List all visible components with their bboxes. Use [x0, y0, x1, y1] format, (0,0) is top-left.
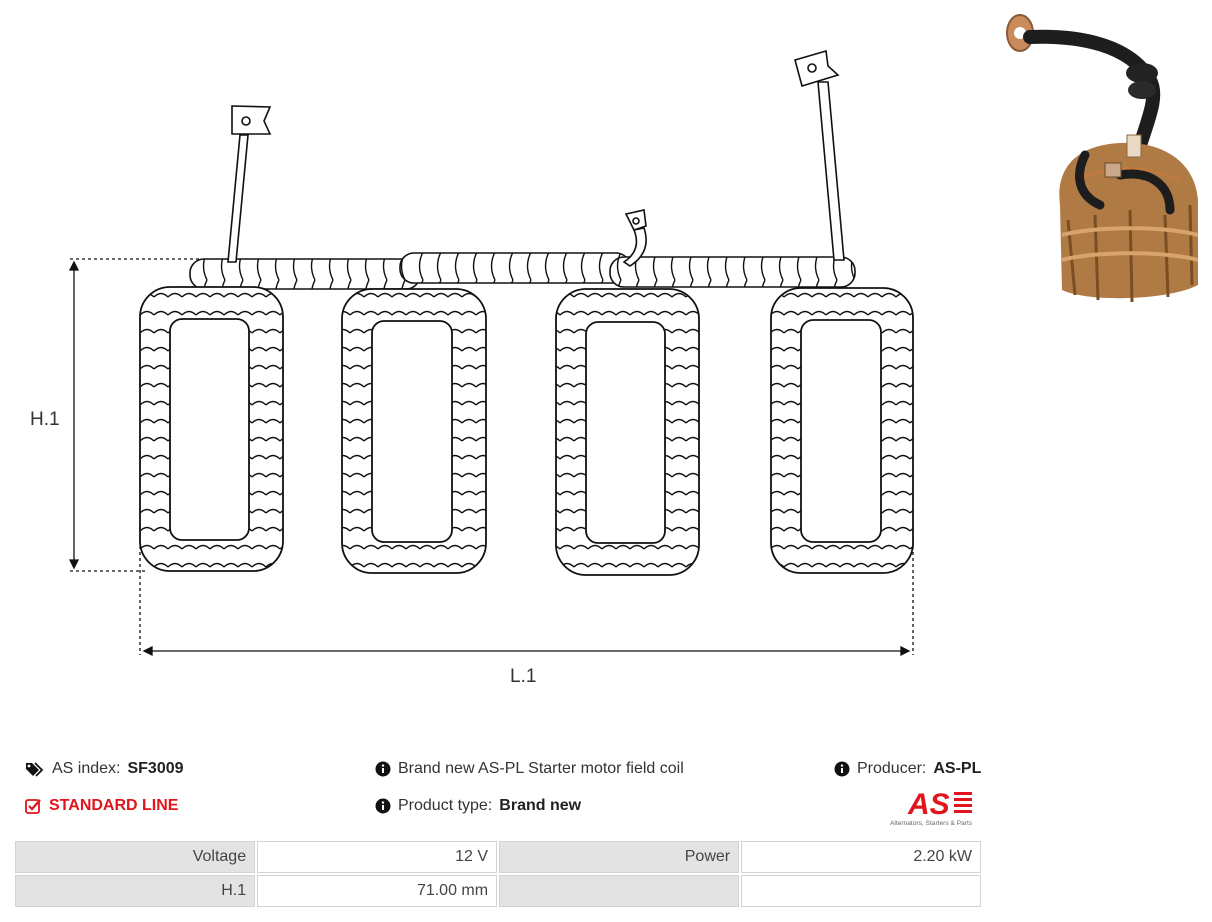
svg-text:Alternators, Starters & Parts: Alternators, Starters & Parts — [890, 820, 973, 827]
coil-1 — [139, 286, 284, 572]
info-circle-icon — [375, 798, 391, 814]
height-dimension-label: H.1 — [30, 409, 60, 430]
as-index-row: AS index: SF3009 — [25, 760, 184, 778]
spec-label: Power — [499, 841, 740, 873]
height-dimension — [68, 258, 200, 572]
as-index-value: SF3009 — [127, 760, 184, 777]
checkbox-checked-icon — [25, 799, 41, 814]
spec-label: H.1 — [15, 875, 256, 907]
coil-4 — [770, 287, 914, 574]
product-type-label: Product type: — [398, 797, 493, 814]
as-index-label: AS index: — [52, 760, 121, 777]
producer-row: Producer: AS-PL — [834, 760, 981, 778]
length-dimension — [139, 540, 914, 657]
standard-line-badge: STANDARD LINE — [25, 797, 178, 815]
spec-value: 12 V — [257, 841, 498, 873]
producer-label: Producer: — [857, 760, 927, 777]
product-type-value: Brand new — [499, 797, 582, 814]
field-coil-drawing — [68, 49, 914, 657]
terminal-middle — [622, 209, 647, 267]
svg-text:AS: AS — [907, 788, 950, 821]
spec-value — [741, 875, 981, 907]
table-row: Voltage 12 V Power 2.20 kW — [15, 841, 981, 873]
product-type-row: Product type: Brand new — [375, 797, 581, 815]
spec-value: 71.00 mm — [257, 875, 498, 907]
connecting-winding — [189, 252, 856, 290]
coil-2 — [341, 288, 487, 574]
terminal-left — [227, 105, 272, 263]
table-row: H.1 71.00 mm — [15, 875, 981, 907]
coil-3 — [555, 288, 700, 576]
product-description: Brand new AS-PL Starter motor field coil — [398, 760, 684, 777]
info-circle-icon — [834, 761, 850, 777]
producer-value: AS-PL — [933, 760, 982, 777]
product-photo[interactable] — [1000, 5, 1205, 305]
length-dimension-label: L.1 — [510, 666, 537, 687]
spec-label — [499, 875, 740, 907]
tags-icon — [26, 762, 44, 777]
info-circle-icon — [375, 761, 391, 777]
description-row: Brand new AS-PL Starter motor field coil — [375, 760, 684, 778]
standard-line-label: STANDARD LINE — [49, 797, 179, 814]
as-pl-logo: AS Alternators, Starters & Parts — [890, 788, 973, 827]
terminal-right — [794, 49, 845, 261]
spec-label: Voltage — [15, 841, 256, 873]
spec-value: 2.20 kW — [741, 841, 981, 873]
specifications-table: Voltage 12 V Power 2.20 kW H.1 71.00 mm — [13, 839, 983, 909]
